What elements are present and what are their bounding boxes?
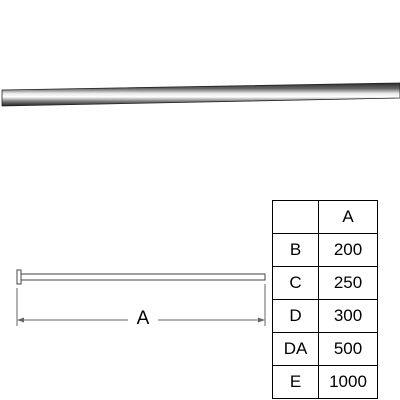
pipe-flange <box>16 269 22 285</box>
table-value-cell: 300 <box>318 299 378 333</box>
table-value-cell: 1000 <box>318 365 378 399</box>
table-row: C 250 <box>272 266 378 300</box>
table-header-cell <box>272 200 319 234</box>
table-code-cell: DA <box>272 332 319 366</box>
pipe-photo <box>1 82 400 107</box>
table-header-row: A <box>272 200 378 234</box>
pipe-body <box>20 273 266 281</box>
table-code-cell: C <box>272 266 319 300</box>
dimension-label: A <box>128 308 158 330</box>
table-code-cell: D <box>272 299 319 333</box>
table-code-cell: B <box>272 233 319 267</box>
table-row: B 200 <box>272 233 378 267</box>
table-row: DA 500 <box>272 332 378 366</box>
table-header-cell: A <box>318 200 378 234</box>
table-row: D 300 <box>272 299 378 333</box>
table-code-cell: E <box>272 365 319 399</box>
size-table: A B 200 C 250 D 300 DA 500 E 1000 <box>272 200 378 399</box>
table-value-cell: 250 <box>318 266 378 300</box>
table-row: E 1000 <box>272 365 378 399</box>
table-value-cell: 500 <box>318 332 378 366</box>
table-value-cell: 200 <box>318 233 378 267</box>
